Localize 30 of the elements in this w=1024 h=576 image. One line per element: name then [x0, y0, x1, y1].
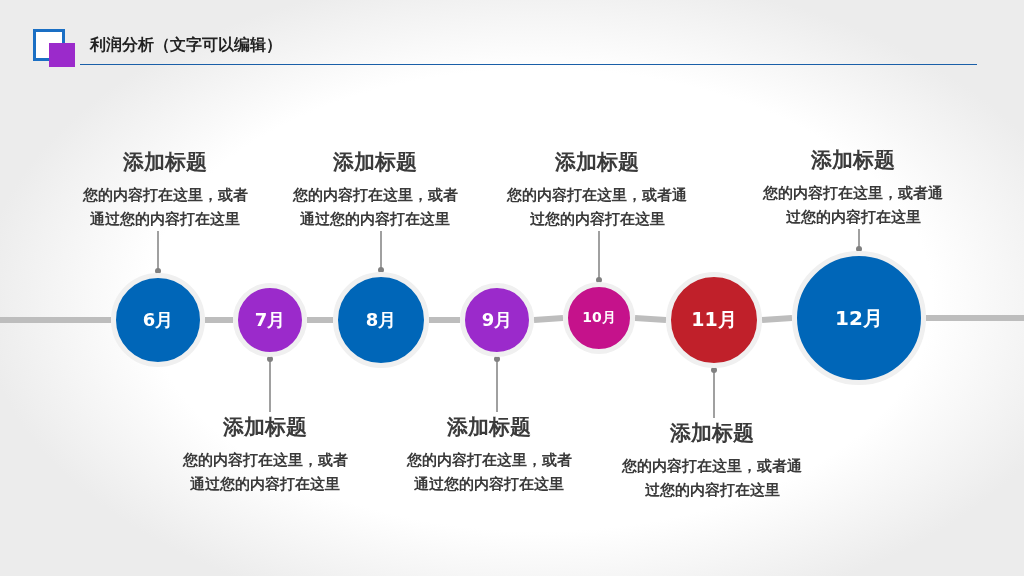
heading: 添加标题 [447, 414, 531, 441]
description: 您的内容打在这里，或者通过您的内容打在这里 [761, 183, 944, 228]
description: 您的内容打在这里，或者通过您的内容打在这里 [405, 450, 573, 495]
title: 利润分析（文字可以编辑） [90, 34, 282, 56]
leader-line [711, 367, 717, 419]
leader-line [155, 230, 161, 274]
timeline-bar [533, 315, 564, 323]
leader-line [596, 230, 602, 283]
timeline-bar [0, 317, 111, 323]
leader-line [378, 230, 384, 273]
leader-line [494, 356, 500, 413]
heading: 添加标题 [555, 149, 639, 176]
description: 您的内容打在这里，或者通过您的内容打在这里 [181, 450, 349, 495]
heading: 添加标题 [670, 420, 754, 447]
timeline-bar [761, 315, 793, 323]
leader-line [267, 356, 273, 413]
timeline-bar [429, 317, 460, 323]
heading: 添加标题 [811, 147, 895, 174]
heading: 添加标题 [333, 149, 417, 176]
description: 您的内容打在这里，或者通过您的内容打在这里 [620, 456, 803, 501]
leader-line [856, 228, 862, 252]
description: 您的内容打在这里，或者通过您的内容打在这里 [505, 185, 688, 230]
timeline-bar [205, 317, 233, 323]
description: 您的内容打在这里，或者通过您的内容打在这里 [291, 185, 459, 230]
heading: 添加标题 [223, 414, 307, 441]
timeline-bar [634, 315, 667, 323]
description: 您的内容打在这里，或者通过您的内容打在这里 [81, 185, 249, 230]
timeline-bar [307, 317, 333, 323]
timeline-bar [926, 315, 1024, 321]
heading: 添加标题 [123, 149, 207, 176]
